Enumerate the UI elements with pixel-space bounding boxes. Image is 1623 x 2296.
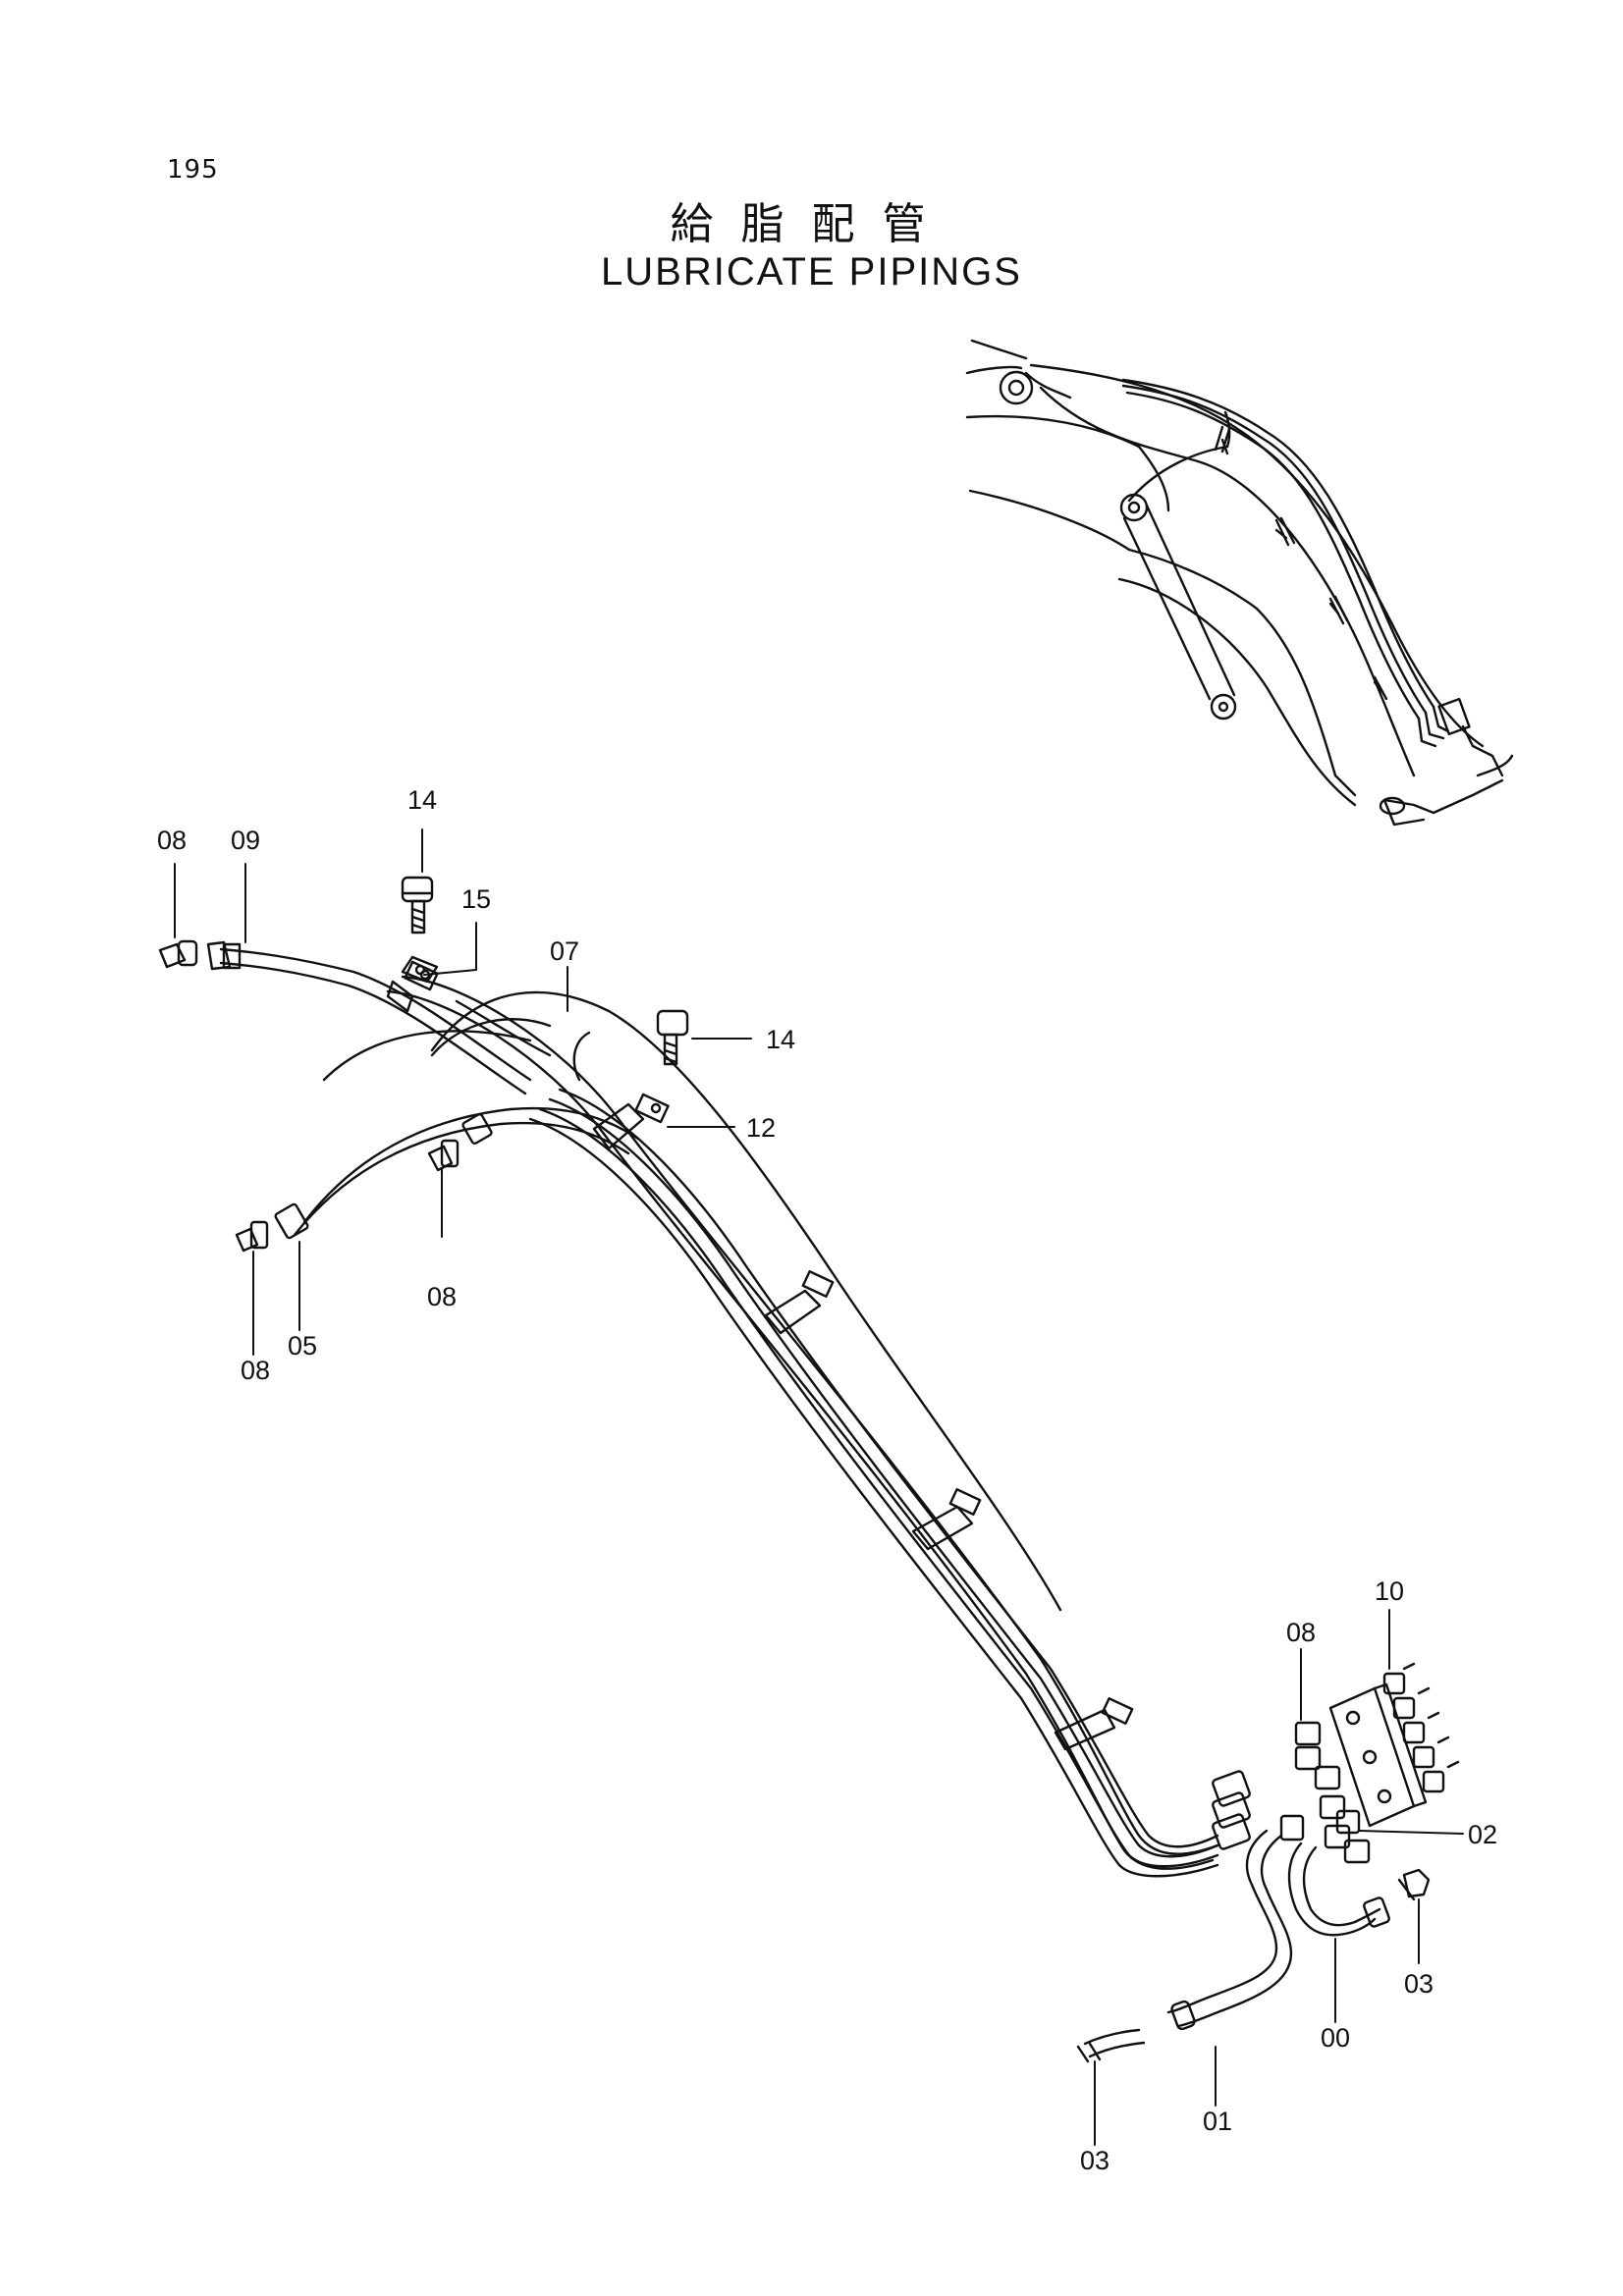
callout-15: 15 — [461, 884, 491, 914]
bracket-15 — [401, 955, 439, 984]
callout-03-bottom: 03 — [1080, 2146, 1109, 2175]
page-title-japanese: 給脂配管 — [670, 199, 953, 249]
callout-01: 01 — [1203, 2107, 1232, 2136]
callout-14-middle: 14 — [766, 1025, 795, 1054]
callout-14-top: 14 — [407, 785, 437, 815]
callout-08-left-bottom: 08 — [241, 1356, 270, 1385]
callout-07: 07 — [550, 936, 579, 966]
grease-fittings — [158, 939, 1371, 1864]
callout-00: 00 — [1321, 2023, 1350, 2053]
pipe-bundle — [219, 947, 1219, 1878]
lower-pipes — [1076, 1809, 1431, 2063]
bolt-14-upper — [401, 876, 434, 934]
callout-02: 02 — [1468, 1820, 1497, 1849]
bolt-14-middle — [656, 1009, 689, 1066]
pipe-clamps — [386, 960, 1134, 1751]
callout-10: 10 — [1375, 1576, 1404, 1606]
callout-08-middle: 08 — [427, 1282, 457, 1311]
grease-manifold — [1328, 1662, 1460, 1828]
page-title-english: LUBRICATE PIPINGS — [601, 250, 1022, 294]
callout-12: 12 — [746, 1113, 776, 1143]
callout-leaders — [174, 828, 1464, 2146]
callout-08-right: 08 — [1286, 1618, 1316, 1647]
callout-09: 09 — [231, 826, 260, 855]
page-number: 195 — [167, 155, 219, 185]
callout-08-left-top: 08 — [157, 826, 187, 855]
boom-overview-inset — [965, 339, 1514, 827]
callout-labels: 14 08 09 15 07 14 12 08 08 05 10 08 02 0… — [157, 785, 1497, 2175]
callout-05: 05 — [288, 1331, 317, 1361]
callout-03-right: 03 — [1404, 1969, 1434, 1999]
